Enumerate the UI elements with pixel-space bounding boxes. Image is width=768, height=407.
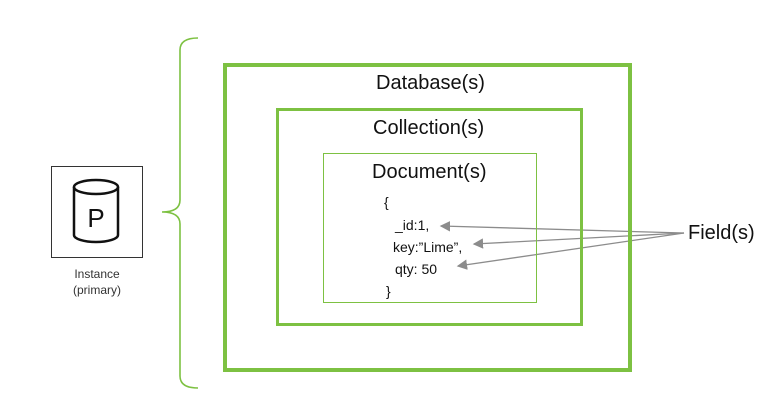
database-label: Database(s): [376, 72, 485, 94]
instance-caption-line1: Instance: [74, 267, 120, 281]
document-close-brace: }: [386, 283, 391, 299]
instance-caption-line2: (primary): [73, 283, 121, 297]
field-qty: qty: 50: [395, 261, 438, 277]
document-container: [323, 153, 537, 303]
collection-container: [276, 108, 583, 326]
field-arrow-id: [439, 221, 685, 234]
document-label: Document(s): [372, 161, 487, 183]
instance-caption: Instance (primary): [40, 266, 154, 298]
collection-label: Collection(s): [373, 117, 485, 139]
database-container: [223, 63, 632, 372]
field-id: _id:1,: [395, 217, 430, 233]
field-arrow-key: [472, 232, 685, 249]
instance-brace: [161, 37, 199, 389]
instance-icon: P: [51, 166, 143, 258]
instance-icon-letter: P: [87, 203, 104, 233]
field-key: key:”Lime”,: [393, 239, 463, 255]
field-arrow-qty: [456, 232, 685, 270]
fields-label: Field(s): [688, 222, 755, 244]
database-cylinder-icon: P: [72, 178, 120, 244]
document-open-brace: {: [384, 194, 389, 210]
